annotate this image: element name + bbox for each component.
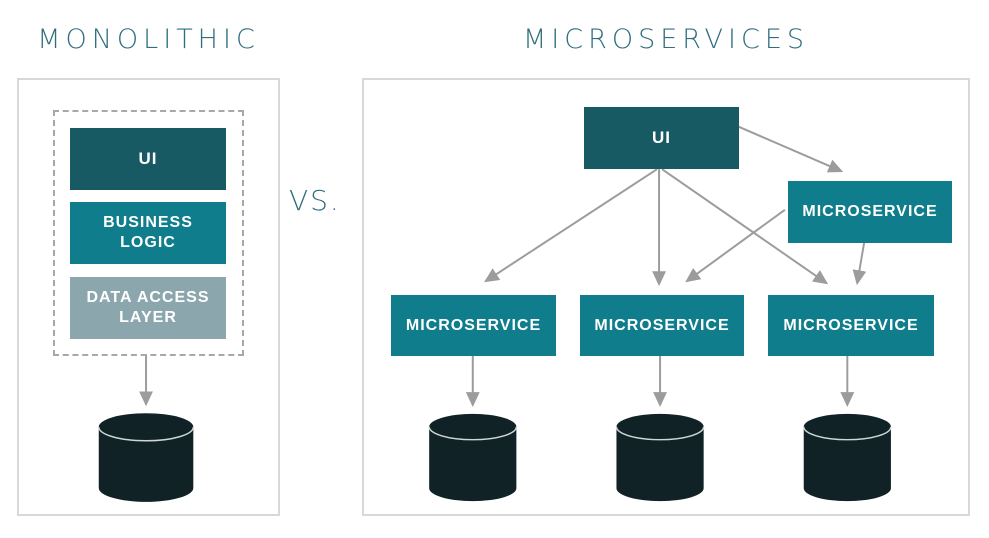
monolithic-graphics (98, 354, 195, 502)
monolithic-title: MONOLITHIC (37, 24, 260, 55)
microservice-label: MICROSERVICE (802, 203, 938, 220)
business-logic-layer-box: BUSINESS LOGIC (70, 202, 226, 264)
microservice-label: MICROSERVICE (405, 316, 542, 334)
data-access-label: DATA ACCESS LAYER (86, 289, 210, 326)
vs-label: VS. (289, 184, 341, 217)
ui-box-label: UI (652, 128, 671, 148)
ui-box: UI (584, 107, 739, 169)
microservices-graphics (428, 125, 892, 502)
microservice-box-left: MICROSERVICE (391, 295, 556, 356)
ui-layer-label: UI (138, 149, 158, 169)
database-icon (802, 413, 892, 502)
arrow-ui-to-microservice-top-right-icon (737, 125, 844, 173)
monolith-boundary-box (53, 110, 244, 356)
ui-layer-box: UI (70, 128, 226, 190)
data-access-layer-box: DATA ACCESS LAYER (70, 277, 226, 339)
arrow-top-right-to-middle-icon (685, 209, 786, 283)
microservice-label: MICROSERVICE (594, 316, 730, 334)
microservice-box-top-right: MICROSERVICE (788, 181, 952, 243)
database-icon (98, 413, 195, 502)
arrow-ui-to-microservice-left-icon (484, 168, 658, 283)
microservice-box-right: MICROSERVICE (768, 295, 934, 356)
monolithic-panel: UI BUSINESS LOGIC DATA ACCESS LAYER (17, 78, 280, 516)
arrow-top-right-to-right-icon (852, 242, 867, 286)
database-icon (615, 413, 705, 502)
microservices-title: MICROSERVICES (522, 24, 810, 55)
microservice-label: MICROSERVICE (783, 316, 919, 334)
microservice-box-middle: MICROSERVICE (580, 295, 744, 356)
arrow-ui-to-microservice-right-icon (661, 168, 829, 285)
database-icon (428, 413, 518, 502)
business-logic-label: BUSINESS LOGIC (103, 214, 193, 251)
microservices-panel: UI MICROSERVICE MICROSERVICE MICROSERVIC… (362, 78, 970, 516)
